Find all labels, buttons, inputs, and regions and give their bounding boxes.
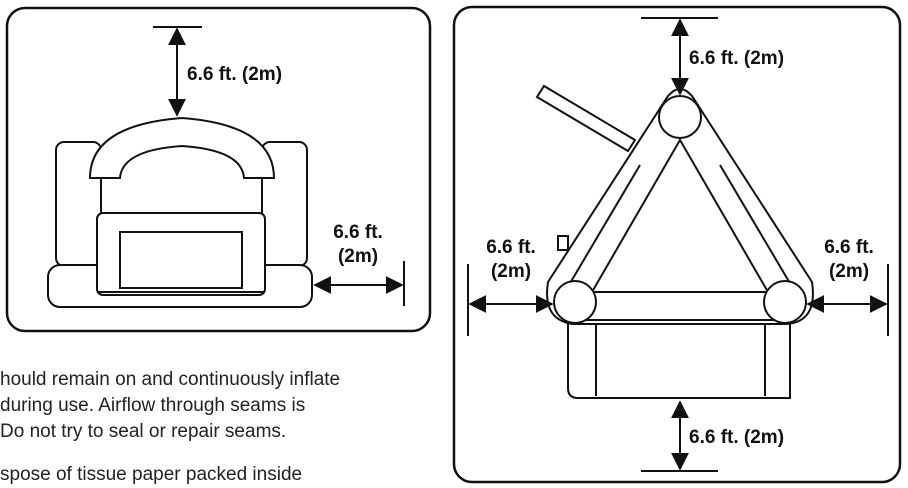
left-corner-post [553, 280, 597, 324]
right-right-clearance-label-line2: (2m) [829, 261, 869, 282]
right-right-clearance-label-line1: 6.6 ft. [824, 237, 874, 258]
left-panel: 6.6 ft. (2m) 6.6 ft. (2m) [5, 6, 432, 333]
frame-line-left [565, 164, 641, 291]
right-bottom-clearance-label: 6.6 ft. (2m) [689, 427, 784, 448]
right-left-clearance-label-line1: 6.6 ft. [486, 237, 536, 258]
triangle-frame-inner [590, 138, 770, 293]
right-panel: 6.6 ft. (2m) 6.6 ft. (2m) 6.6 ft. (2m) 6… [452, 5, 902, 484]
left-panel-frame [5, 6, 432, 333]
frame-line-right [719, 164, 795, 291]
left-side-clearance-label-line2: (2m) [338, 246, 378, 267]
front-slide [567, 307, 791, 399]
blower-tube [535, 84, 637, 153]
instruction-line-4: spose of tissue paper packed inside [0, 464, 303, 485]
floor-inner [119, 231, 243, 289]
left-top-clearance-label: 6.6 ft. (2m) [187, 64, 282, 85]
right-panel-frame [452, 5, 902, 484]
right-top-clearance-label: 6.6 ft. (2m) [689, 48, 784, 69]
top-corner-post [658, 95, 702, 139]
left-side-clearance-label-line1: 6.6 ft. [333, 222, 383, 243]
instruction-line-1: hould remain on and continuously inflate [0, 369, 341, 390]
bounce-house-top-view [47, 116, 313, 308]
side-tab [557, 235, 569, 251]
right-left-clearance-label-line2: (2m) [491, 261, 531, 282]
instruction-line-2: during use. Airflow through seams is [0, 395, 306, 416]
right-corner-post [763, 280, 807, 324]
entrance-arch [88, 116, 276, 179]
triangle-bouncer-top-view [535, 84, 814, 399]
instruction-line-3: Do not try to seal or repair seams. [0, 421, 287, 442]
